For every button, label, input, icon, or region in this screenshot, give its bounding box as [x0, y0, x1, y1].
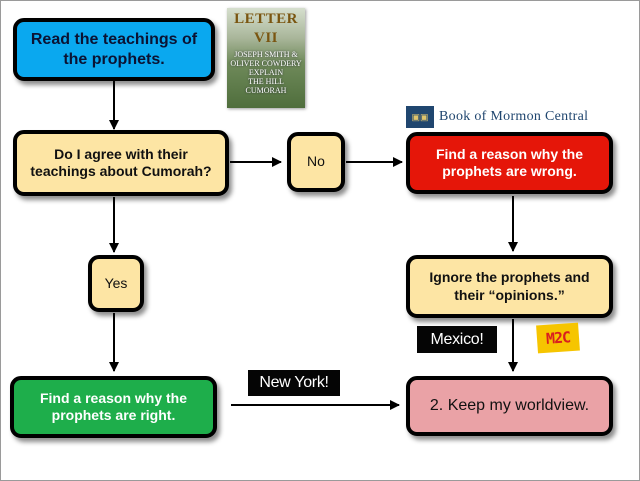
mexico-label: Mexico!: [417, 326, 497, 353]
m2c-logo-text: M2C: [545, 328, 571, 348]
node-wrong-line1: Find a reason why the: [435, 145, 584, 162]
bmc-logo-text: Book of Mormon Central: [439, 109, 589, 124]
node-read-line2: the prophets.: [63, 50, 165, 68]
node-read-prophets: Read the teachings of the prophets.: [13, 18, 215, 81]
node-find-right: Find a reason why the prophets are right…: [10, 376, 217, 438]
book-subtitle-line4: THE HILL CUMORAH: [245, 77, 287, 95]
node-no: No: [287, 132, 345, 192]
node-agree-question: Do I agree with their teachings about Cu…: [13, 130, 229, 196]
book-subtitle-line2: OLIVER COWDERY: [230, 59, 302, 68]
node-no-label: No: [307, 153, 325, 170]
book-title-line2: VII: [253, 30, 278, 46]
node-right-line1: Find a reason why the: [39, 389, 188, 406]
mexico-label-text: Mexico!: [430, 330, 484, 348]
book-subtitle-line3: EXPLAIN: [248, 68, 284, 77]
node-ignore-prophets: Ignore the prophets and their “opinions.…: [406, 255, 613, 318]
node-ignore-line1: Ignore the prophets and: [429, 269, 590, 285]
book-title-line1: LETTER: [234, 11, 298, 27]
book-subtitle-line1: JOSEPH SMITH &: [234, 50, 298, 59]
letter-vii-book-cover: LETTER VII JOSEPH SMITH & OLIVER COWDERY…: [227, 8, 305, 108]
node-wrong-line2: prophets are wrong.: [442, 163, 577, 179]
node-keep-label: 2. Keep my worldview.: [429, 397, 590, 414]
node-keep-worldview: 2. Keep my worldview.: [406, 376, 613, 436]
new-york-label-text: New York!: [259, 374, 329, 391]
book-of-mormon-central-logo: ▣▣ Book of Mormon Central: [406, 105, 611, 129]
node-read-line1: Read the teachings of: [30, 30, 198, 48]
node-find-wrong: Find a reason why the prophets are wrong…: [406, 132, 613, 194]
node-agree-line2: teachings about Cumorah?: [30, 163, 212, 179]
node-right-line2: prophets are right.: [51, 407, 176, 423]
m2c-logo: M2C: [536, 322, 580, 354]
new-york-label: New York!: [248, 370, 340, 396]
node-yes: Yes: [88, 255, 144, 312]
bmc-emblem-icon: ▣▣: [406, 106, 434, 128]
node-yes-label: Yes: [104, 274, 128, 291]
node-agree-line1: Do I agree with their: [54, 145, 188, 162]
node-ignore-line2: their “opinions.”: [454, 286, 565, 303]
